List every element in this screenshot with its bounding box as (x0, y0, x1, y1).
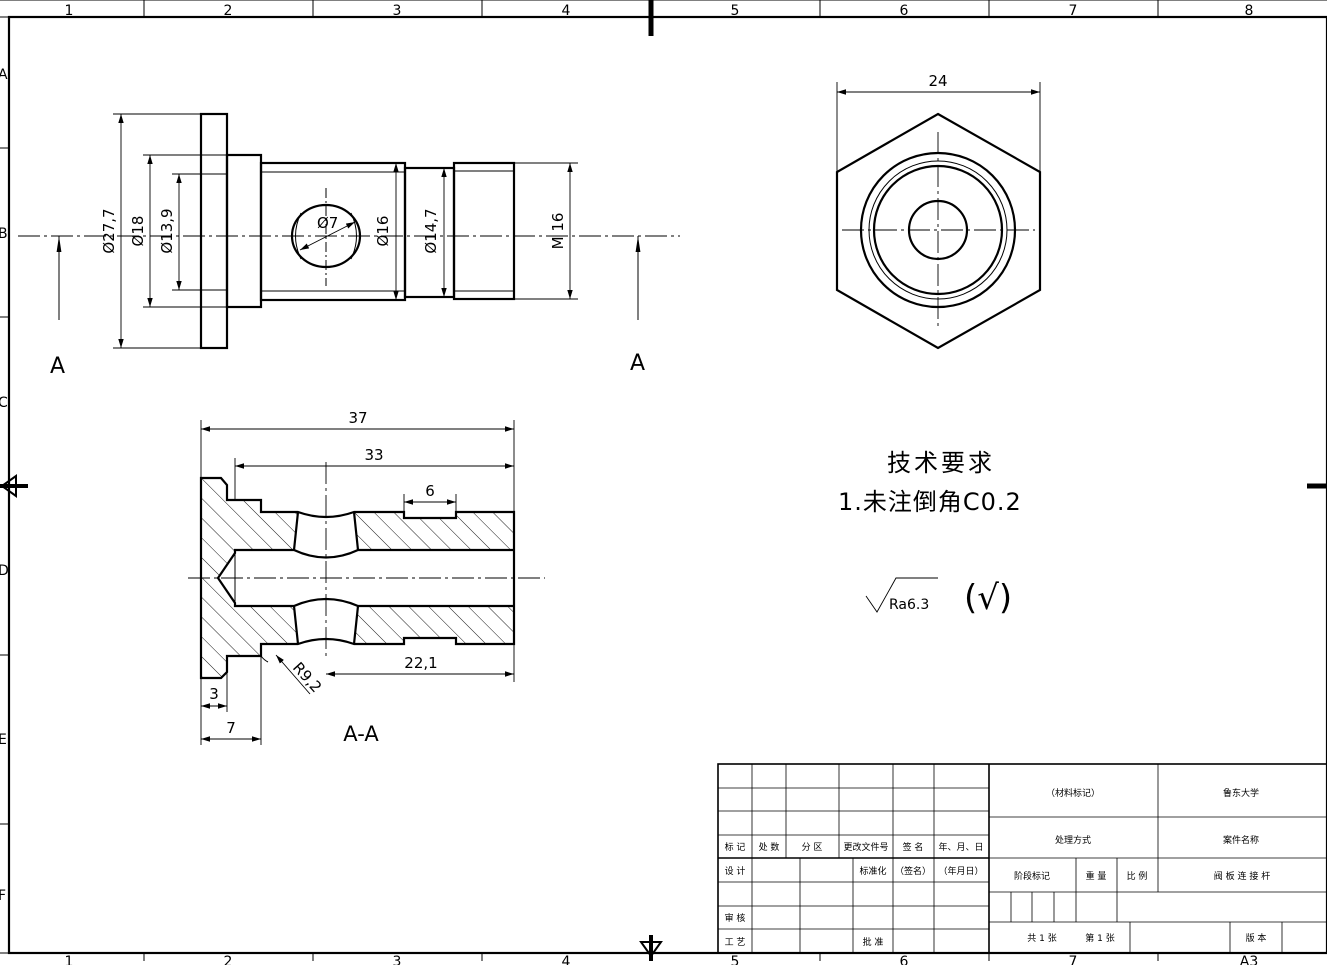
tb-sheet-no: 第 1 张 (1085, 932, 1114, 944)
zone-col-label: 3 (393, 3, 402, 19)
dim-hex-width: 24 (928, 72, 947, 90)
tb-rev-header: 分 区 (802, 842, 823, 853)
dim-d13: Ø13,9 (158, 208, 176, 253)
notes-item-1: 1.未注倒角C0.2 (838, 488, 1022, 516)
zone-col-label: 2 (224, 3, 233, 19)
dim-radius: R9,2 (289, 659, 325, 697)
section-title: A-A (343, 722, 379, 746)
tb-process: 处理方式 (1055, 834, 1091, 846)
section-label-left: A (50, 354, 65, 379)
dim-thread: M 16 (549, 213, 567, 250)
tb-standard: 标准化 (859, 865, 886, 877)
zone-col-label: 4 (562, 3, 571, 19)
tb-org: 鲁东大学 (1223, 787, 1259, 799)
tb-approve: 批 准 (863, 936, 884, 948)
zone-bottom-label: 2 (224, 954, 233, 965)
zone-bottom-label: A3 (1240, 954, 1258, 965)
tb-rev-header: 更改文件号 (843, 841, 888, 853)
tb-case-label: 案件名称 (1223, 834, 1259, 846)
tb-review: 审 核 (725, 912, 746, 924)
tb-design: 设 计 (725, 865, 746, 877)
dim-length-33: 33 (364, 446, 383, 464)
dim-d14: Ø14,7 (422, 208, 440, 253)
zone-bottom-label: 1 (65, 954, 74, 965)
tb-sign: （签名） (895, 865, 931, 877)
notes-heading: 技术要求 (887, 449, 995, 477)
dim-d18: Ø18 (129, 216, 147, 247)
zone-col-label: 8 (1245, 3, 1254, 19)
tb-part-name: 阀 板 连 接 杆 (1214, 870, 1270, 882)
tb-scale: 比 例 (1127, 870, 1148, 882)
zone-row-label: B (0, 226, 8, 242)
roughness-symbol: Ra6.3 (√) (865, 577, 1012, 618)
roughness-other: (√) (964, 578, 1012, 618)
front-view: Ø27,7 Ø18 Ø13,9 Ø7 Ø16 Ø14,7 M 16 A A (18, 112, 680, 379)
title-block: （材料标记） 鲁东大学 处理方式 案件名称 阶段标记 重 量 比 例 阀 板 连… (717, 763, 1327, 954)
dim-d16: Ø16 (374, 216, 392, 247)
tb-rev-header: 处 数 (759, 841, 780, 853)
tb-version: 版 本 (1246, 932, 1267, 944)
tb-rev-header: 年、月、日 (938, 841, 983, 853)
dim-flange-3: 3 (209, 685, 219, 703)
zone-col-label: 1 (65, 3, 74, 19)
zone-row-label: F (0, 888, 6, 904)
technical-notes: 技术要求 1.未注倒角C0.2 (838, 449, 1022, 516)
tb-material: （材料标记） (1046, 787, 1100, 799)
zone-col-label: 6 (900, 3, 909, 19)
zone-col-label: 5 (731, 3, 740, 19)
zone-row-label: E (0, 732, 7, 748)
dim-shoulder-7: 7 (226, 719, 236, 737)
roughness-value: Ra6.3 (889, 597, 929, 613)
zone-bottom-label: 7 (1069, 954, 1078, 965)
zone-bottom-label: 6 (900, 954, 909, 965)
tb-sheets-total: 共 1 张 (1027, 933, 1056, 944)
zone-row-label: C (0, 395, 8, 411)
tb-weight: 重 量 (1086, 870, 1107, 882)
zone-row-label: D (0, 563, 9, 579)
section-view: 37 33 6 R9,2 22,1 3 7 A-A (188, 409, 545, 746)
zone-labels: 1 2 3 4 5 6 7 8 A B C D E F 1 2 3 4 5 6 … (0, 3, 1258, 965)
dim-d27: Ø27,7 (100, 208, 118, 253)
tb-date: （年月日） (938, 865, 983, 877)
dim-d7: Ø7 (317, 214, 338, 232)
tb-stage: 阶段标记 (1014, 870, 1050, 882)
zone-bottom-label: 5 (731, 954, 740, 965)
dim-groove-6: 6 (425, 482, 435, 500)
tb-rev-header: 标 记 (725, 841, 746, 853)
zone-row-label: A (0, 67, 8, 83)
tb-craft: 工 艺 (725, 937, 746, 948)
zone-bottom-label: 3 (393, 954, 402, 965)
zone-bottom-label: 4 (562, 954, 571, 965)
section-label-right: A (630, 351, 645, 376)
hex-view: 24 (835, 72, 1042, 350)
tb-rev-header: 签 名 (903, 841, 924, 853)
dim-length-22: 22,1 (404, 654, 437, 672)
dim-length-37: 37 (348, 409, 367, 427)
zone-col-label: 7 (1069, 3, 1078, 19)
